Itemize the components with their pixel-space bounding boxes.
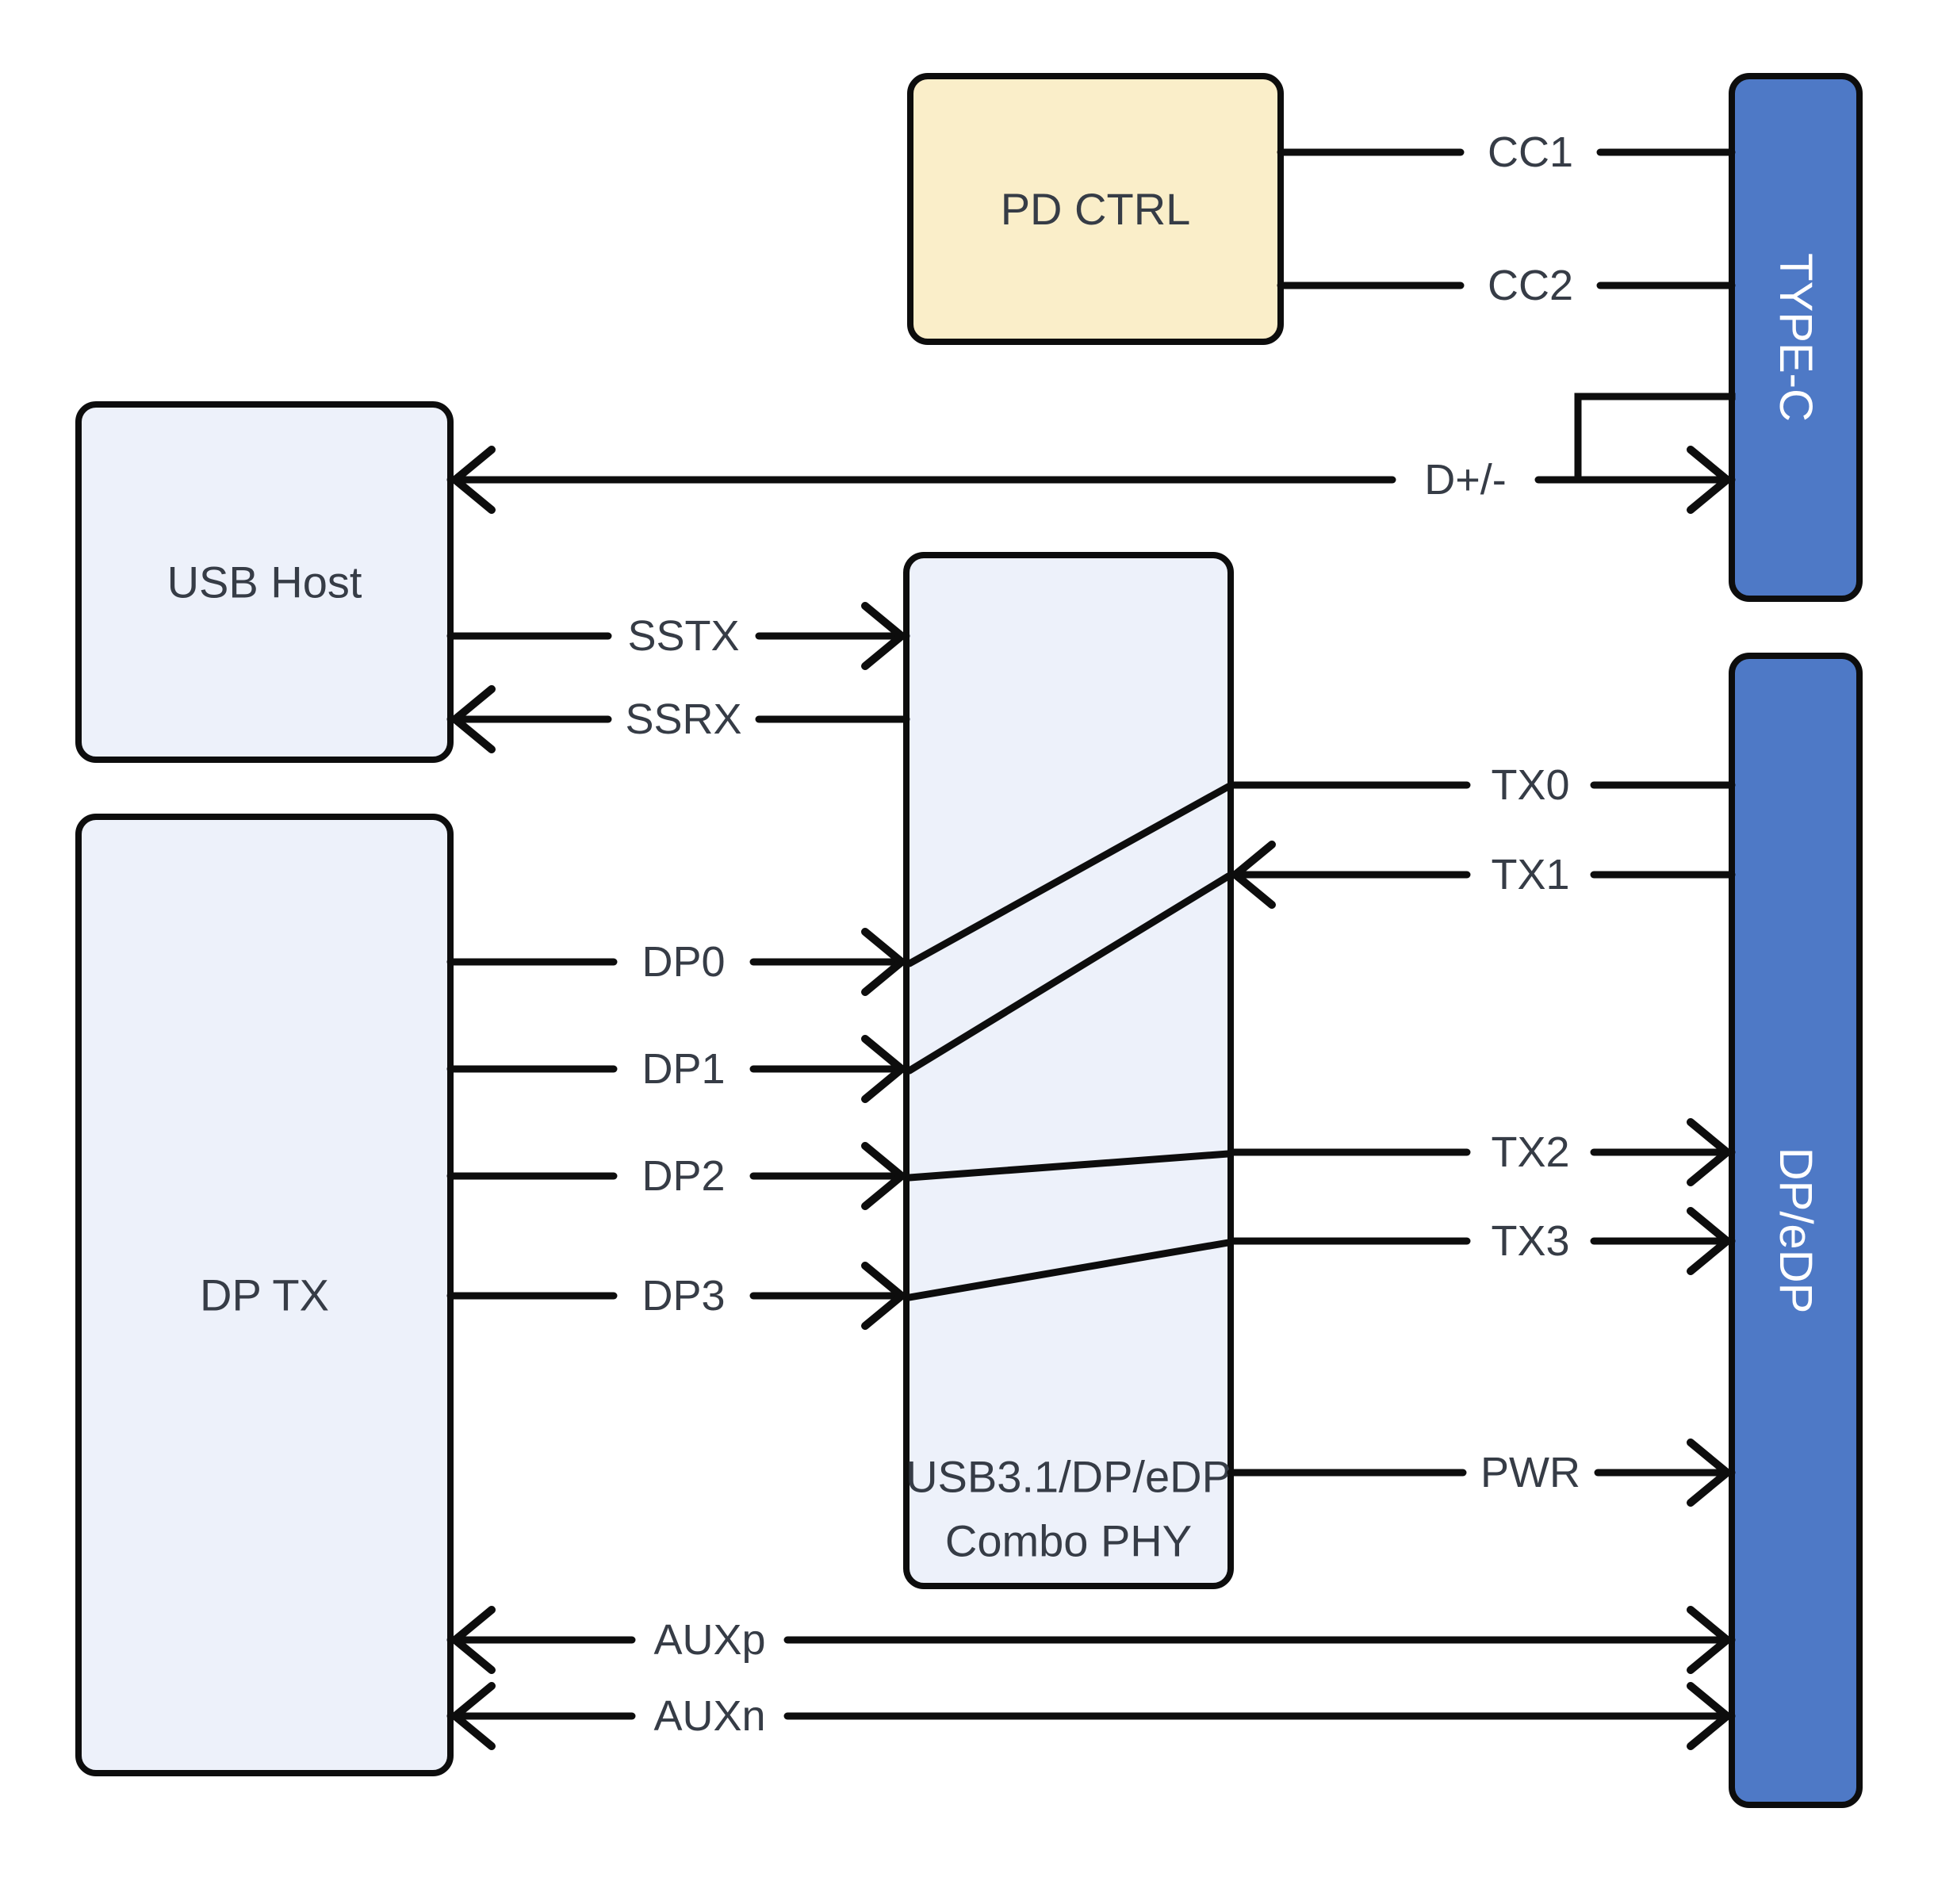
connection-cc1-label: CC1 — [1488, 128, 1573, 176]
block-usb-host: USB Host — [75, 401, 454, 763]
connection-dp2-label: DP2 — [641, 1152, 725, 1200]
connection-cc2: CC2 — [1277, 262, 1736, 309]
connection-ssrx: SSRX — [446, 685, 910, 753]
arrowhead-right-icon — [1687, 1207, 1731, 1275]
connection-pwr: PWR — [1227, 1439, 1736, 1507]
block-type-c-body — [1729, 73, 1863, 602]
block-combo-phy-body — [903, 552, 1234, 1589]
block-usb-host-label: USB Host — [167, 557, 362, 607]
connection-dplus-branch — [1574, 393, 1736, 484]
arrowhead-right-icon — [1687, 1682, 1731, 1750]
connection-dp3: DP3 — [446, 1262, 910, 1330]
connection-sstx-label: SSTX — [627, 612, 739, 660]
cross-dp3-tx3 — [906, 1239, 1232, 1301]
connection-cc2-label: CC2 — [1488, 262, 1573, 309]
block-pd-ctrl: PD CTRL — [907, 73, 1284, 345]
arrowhead-right-icon — [861, 602, 906, 670]
arrowhead-right-icon — [1687, 1606, 1731, 1674]
block-combo-phy-label: Combo PHY — [945, 1516, 1192, 1566]
arrowhead-right-icon — [1687, 1118, 1731, 1186]
connection-auxp-label: AUXp — [653, 1616, 765, 1664]
connection-dp1: DP1 — [446, 1035, 910, 1103]
connection-tx3: TX3 — [1227, 1207, 1736, 1275]
connection-auxn-label: AUXn — [653, 1692, 765, 1740]
connection-sstx: SSTX — [446, 602, 910, 670]
block-dp-edp-body — [1729, 653, 1863, 1808]
connection-dp3-label: DP3 — [641, 1272, 725, 1320]
connection-tx3-label: TX3 — [1491, 1217, 1569, 1265]
phy-crossover-lines — [906, 783, 1232, 1301]
block-dp-edp: DP/eDP — [1729, 653, 1863, 1808]
connection-tx2: TX2 — [1227, 1118, 1736, 1186]
cross-dp2-tx2 — [906, 1150, 1232, 1182]
block-usb-host-body — [75, 401, 454, 763]
block-dp-tx-label: DP TX — [200, 1270, 329, 1320]
arrowhead-left-icon — [451, 446, 496, 514]
connection-pwr-label: PWR — [1480, 1449, 1580, 1496]
connection-dp0-label: DP0 — [641, 938, 725, 986]
connection-dp0: DP0 — [446, 928, 910, 996]
block-combo-phy: USB3.1/DP/eDP Combo PHY — [903, 552, 1234, 1589]
connection-dplus-minus: D+/- — [446, 446, 1736, 514]
block-combo-phy-label: USB3.1/DP/eDP — [906, 1452, 1231, 1502]
arrowhead-right-icon — [1687, 1439, 1731, 1507]
cross-dp1-tx1 — [906, 872, 1232, 1075]
connection-cc1: CC1 — [1277, 128, 1736, 176]
connection-dp1-label: DP1 — [641, 1045, 725, 1093]
connection-auxp: AUXp — [446, 1606, 1736, 1674]
connection-dplus-minus-label: D+/- — [1424, 456, 1507, 504]
block-type-c: TYPE-C — [1729, 73, 1863, 602]
arrowhead-right-icon — [861, 1035, 906, 1103]
connection-auxn: AUXn — [446, 1682, 1736, 1750]
block-pd-ctrl-body — [907, 73, 1284, 345]
connection-tx1: TX1 — [1227, 841, 1736, 909]
arrowhead-right-icon — [1687, 446, 1731, 514]
block-dp-tx: DP TX — [75, 814, 454, 1776]
block-type-c-label: TYPE-C — [1770, 253, 1821, 422]
connection-tx2-label: TX2 — [1491, 1128, 1569, 1176]
connection-tx0: TX0 — [1227, 761, 1736, 809]
arrowhead-left-icon — [451, 1606, 496, 1674]
arrowhead-left-icon — [451, 685, 496, 753]
connection-ssrx-label: SSRX — [625, 695, 741, 743]
connection-tx1-label: TX1 — [1491, 851, 1569, 898]
arrowhead-right-icon — [861, 1262, 906, 1330]
arrowhead-right-icon — [861, 928, 906, 996]
block-pd-ctrl-label: PD CTRL — [1001, 184, 1191, 234]
arrowhead-right-icon — [861, 1142, 906, 1210]
arrowhead-left-icon — [1231, 841, 1276, 909]
cross-dp0-tx0 — [906, 783, 1232, 967]
block-dp-edp-label: DP/eDP — [1770, 1147, 1821, 1314]
connection-tx0-label: TX0 — [1491, 761, 1569, 809]
connection-dp2: DP2 — [446, 1142, 910, 1210]
arrowhead-left-icon — [451, 1682, 496, 1750]
